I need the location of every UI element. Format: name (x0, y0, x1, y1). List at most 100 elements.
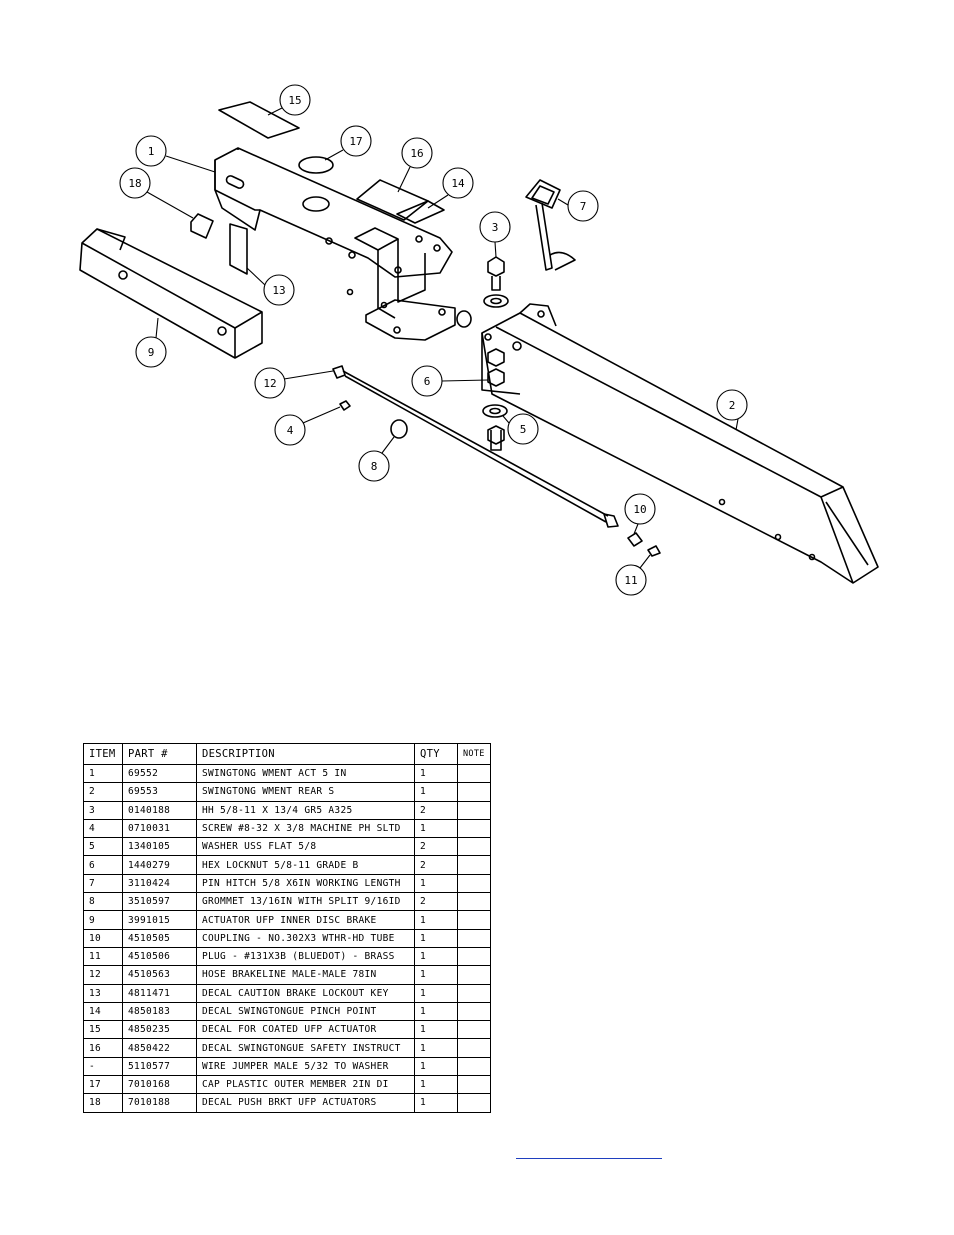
svg-text:17: 17 (349, 135, 362, 148)
item-cell: 13 (83, 983, 123, 1003)
part-number-cell: 4850235 (122, 1020, 197, 1040)
note-cell (457, 1020, 491, 1040)
balloon-17: 17 (324, 125, 372, 161)
balloon-7: 7 (557, 190, 599, 222)
svg-text:10: 10 (633, 503, 646, 516)
qty-cell: 1 (414, 1075, 458, 1095)
balloon-8: 8 (358, 436, 395, 482)
note-cell (457, 892, 491, 912)
part-number-cell: 0710031 (122, 818, 197, 839)
part-number-cell: 7010168 (122, 1075, 197, 1095)
qty-cell: 1 (414, 983, 458, 1003)
coupling-10 (627, 532, 643, 547)
description-cell: DECAL FOR COATED UFP ACTUATOR (196, 1020, 415, 1040)
decals (190, 101, 445, 275)
balloon-3: 3 (479, 211, 511, 258)
note-cell (457, 800, 491, 820)
balloon-13: 13 (246, 267, 295, 306)
part-number-cell: 7010188 (122, 1093, 197, 1113)
item-cell: 5 (83, 837, 123, 857)
grommet-8-upper (456, 310, 472, 328)
qty-cell: 1 (414, 1056, 458, 1077)
note-cell (457, 983, 491, 1003)
note-cell (457, 782, 491, 802)
qty-cell: 1 (414, 1020, 458, 1040)
svg-text:9: 9 (148, 346, 155, 359)
item-cell: 7 (83, 873, 123, 894)
balloon-11: 11 (615, 554, 651, 596)
qty-cell: 1 (414, 818, 458, 839)
brake-hose (332, 365, 619, 528)
description-cell: COUPLING - NO.302X3 WTHR-HD TUBE (196, 928, 415, 948)
description-cell: ACTUATOR UFP INNER DISC BRAKE (196, 910, 415, 930)
svg-text:13: 13 (272, 284, 285, 297)
description-cell: HH 5/8-11 X 13/4 GR5 A325 (196, 800, 415, 820)
item-cell: 12 (83, 965, 123, 985)
svg-text:7: 7 (580, 200, 587, 213)
item-cell: 1 (83, 763, 123, 784)
description-cell: DECAL SWINGTONGUE PINCH POINT (196, 1001, 415, 1022)
swingtongue-front-weldment (214, 147, 456, 341)
item-cell: 2 (83, 782, 123, 802)
description-cell: WASHER USS FLAT 5/8 (196, 837, 415, 857)
item-cell: 9 (83, 910, 123, 930)
note-cell (457, 818, 491, 839)
hex-locknut-6-upper (487, 348, 505, 367)
svg-text:18: 18 (128, 177, 141, 190)
item-cell: 17 (83, 1075, 123, 1095)
part-number-cell: 69552 (122, 763, 197, 784)
hyperlink-underline[interactable] (516, 1158, 662, 1159)
note-cell (457, 946, 491, 967)
qty-cell: 1 (414, 910, 458, 930)
description-cell: CAP PLASTIC OUTER MEMBER 2IN DI (196, 1075, 415, 1095)
column-header-item: ITEM (83, 743, 123, 765)
swingtongue-rear-weldment (481, 303, 879, 584)
qty-cell: 1 (414, 763, 458, 784)
description-cell: GROMMET 13/16IN WITH SPLIT 9/16ID (196, 892, 415, 912)
washer-5-top-hole (490, 297, 502, 305)
note-cell (457, 763, 491, 784)
item-cell: 15 (83, 1020, 123, 1040)
grommet-8-lower (390, 419, 408, 439)
item-cell: 8 (83, 892, 123, 912)
balloon-18: 18 (119, 167, 194, 219)
plug-11 (647, 545, 661, 557)
note-cell (457, 1001, 491, 1022)
balloon-callouts: 15 1 17 16 14 18 7 3 13 9 12 6 2 4 5 8 1… (119, 84, 748, 596)
part-number-cell: 3510597 (122, 892, 197, 912)
part-number-cell: 4850183 (122, 1001, 197, 1022)
screw-4 (339, 400, 351, 411)
note-cell (457, 910, 491, 930)
svg-text:5: 5 (520, 423, 527, 436)
balloon-5: 5 (502, 413, 539, 445)
column-header-description: DESCRIPTION (196, 743, 415, 765)
balloon-12: 12 (254, 367, 334, 399)
balloon-10: 10 (624, 493, 656, 535)
item-cell: 10 (83, 928, 123, 948)
description-cell: DECAL CAUTION BRAKE LOCKOUT KEY (196, 983, 415, 1003)
item-cell: 16 (83, 1038, 123, 1058)
qty-cell: 1 (414, 965, 458, 985)
svg-text:12: 12 (263, 377, 276, 390)
exploded-assembly-drawing: 15 1 17 16 14 18 7 3 13 9 12 6 2 4 5 8 1… (79, 84, 879, 596)
item-cell: 4 (83, 818, 123, 839)
note-cell (457, 837, 491, 857)
balloon-14: 14 (427, 167, 474, 209)
svg-text:3: 3 (492, 221, 499, 234)
item-cell: 3 (83, 800, 123, 820)
balloon-6: 6 (411, 365, 489, 397)
part-number-cell: 4510505 (122, 928, 197, 948)
washer-5-top (483, 294, 509, 308)
item-cell: 11 (83, 946, 123, 967)
column-header-note: NOTE (457, 743, 491, 765)
qty-cell: 1 (414, 782, 458, 802)
part-number-cell: 4510563 (122, 965, 197, 985)
